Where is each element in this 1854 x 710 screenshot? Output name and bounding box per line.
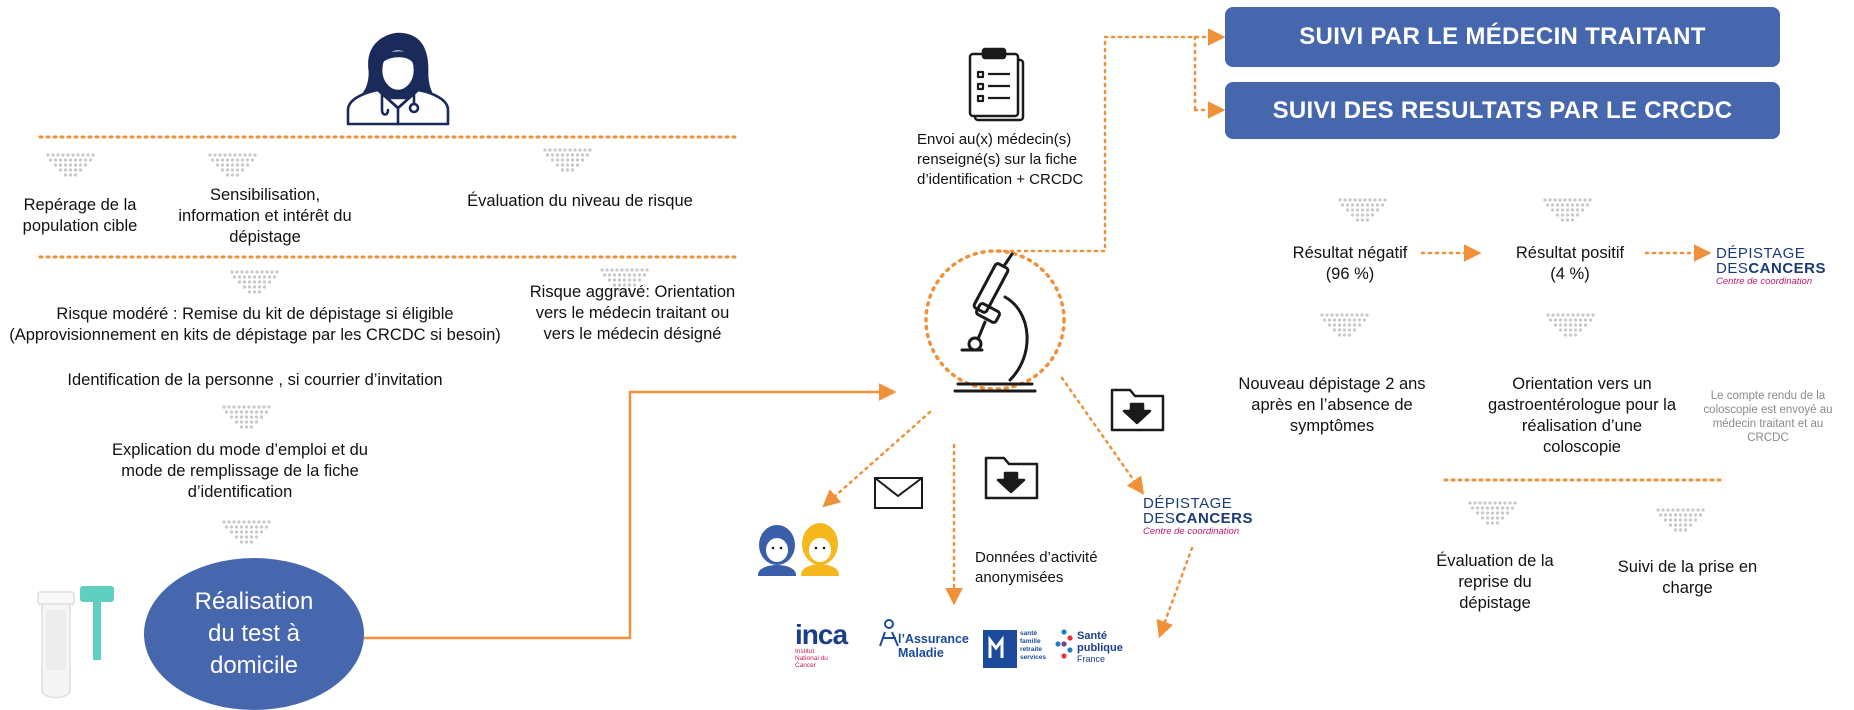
envoi-medecins-text: Envoi au(x) médecin(s) renseigné(s) sur … (917, 131, 1084, 188)
resultat-positif-pct: (4 %) (1550, 265, 1590, 283)
clipboard-icon (968, 47, 1025, 122)
microscope-icon (953, 252, 1037, 393)
step-risque-modere: Risque modéré : Remise du kit de dépista… (9, 305, 501, 344)
resultat-positif-label: Résultat positif (1515, 244, 1625, 262)
patients-icon (758, 523, 839, 576)
envelope-icon (874, 477, 923, 509)
suivi-prise-en-charge: Suivi de la prise en charge (1617, 558, 1758, 597)
depistage-cancers-logo-right: DÉPISTAGE DESCANCERS Centre de coordinat… (1716, 246, 1826, 287)
msa-logo-mark (983, 630, 1017, 668)
sante-publique-france-logo: Santé publique France (1077, 630, 1123, 664)
step-realisation-test: Réalisation du test à domicile (144, 558, 364, 710)
logo-line-3: Centre de coordination (1716, 276, 1813, 287)
logo-line-1: DÉPISTAGE (1143, 495, 1233, 512)
step-sensibilisation: Sensibilisation, information et intérêt … (178, 186, 352, 246)
flow-to-patients (822, 410, 932, 508)
step-reperage: Repérage de la population cible (22, 196, 138, 235)
banner-suivi-medecin: SUIVI PAR LE MÉDECIN TRAITANT (1225, 7, 1780, 67)
folder-download-icon-2 (1110, 388, 1165, 432)
folder-download-icon-1 (984, 456, 1039, 500)
flow-test-to-lab (355, 383, 897, 640)
banner-suivi-crcdc: SUIVI DES RESULTATS PAR LE CRCDC (1225, 82, 1780, 139)
resultat-negatif-pct: (96 %) (1325, 265, 1375, 283)
step-explication: Explication du mode d’emploi et du mode … (112, 441, 368, 501)
nouveau-depistage: Nouveau dépistage 2 ans après en l’absen… (1238, 375, 1426, 435)
resultat-positif: Résultat positif (4 %) (1495, 243, 1645, 285)
test-kit-icon (37, 586, 114, 699)
depistage-cancers-logo-center: DÉPISTAGE DESCANCERS Centre de coordinat… (1143, 496, 1253, 537)
logo-line-1: DÉPISTAGE (1716, 245, 1806, 262)
flow-crcdc-to-organismes (1156, 546, 1194, 639)
ameli-logo-mark (879, 619, 899, 647)
orientation-gastro: Orientation vers un gastroentérologue po… (1487, 375, 1677, 456)
resultat-negatif-label: Résultat négatif (1292, 244, 1408, 262)
step-evaluation-risque: Évaluation du niveau de risque (467, 192, 693, 210)
compte-rendu-note: Le compte rendu de la coloscopie est env… (1703, 390, 1833, 444)
logo-line-2: DESCANCERS (1716, 260, 1827, 277)
resultat-negatif: Résultat négatif (96 %) (1275, 243, 1425, 285)
flow-to-medecin (988, 28, 1226, 253)
lab-circle (924, 249, 1066, 391)
step-identification: Identification de la personne , si courr… (67, 371, 443, 389)
doctor-icon (346, 32, 450, 126)
logo-line-3: Centre de coordination (1143, 526, 1240, 537)
logo-line-2: DESCANCERS (1143, 510, 1254, 527)
evaluation-reprise: Évaluation de la reprise du dépistage (1436, 552, 1554, 612)
ameli-logo: l’Assurance Maladie (898, 632, 969, 660)
flow-to-crcdc-logo (1060, 376, 1145, 495)
step-risque-aggrave: Risque aggravé: Orientation vers le méde… (529, 283, 736, 343)
spf-logo-dots (1055, 629, 1073, 659)
inca-logo: inca Institut National du Cancer (795, 619, 848, 670)
step-realisation-label: Réalisation du test à domicile (194, 588, 314, 679)
msa-logo: santé famille retraite services (1020, 630, 1047, 661)
donnees-activite-text: Données d’activité anonymisées (975, 549, 1098, 586)
